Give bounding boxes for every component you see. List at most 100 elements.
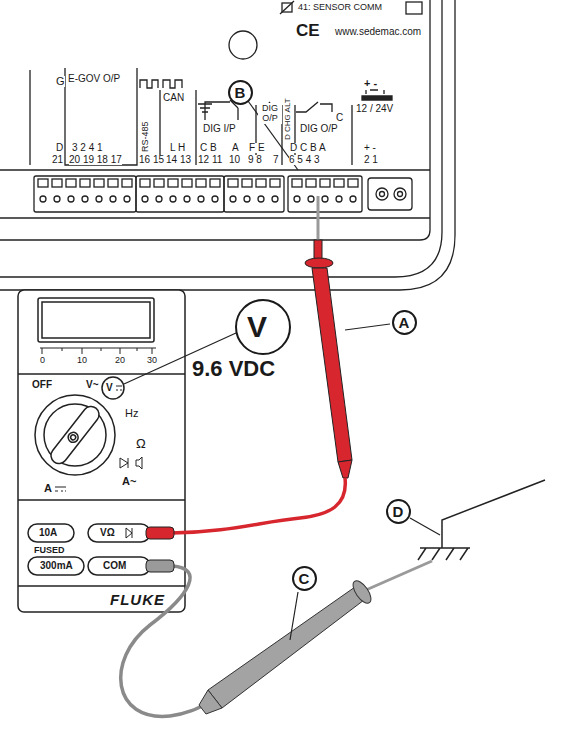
meter-label: COM xyxy=(103,561,126,571)
multimeter xyxy=(126,528,132,538)
panel-label: DIG I/P xyxy=(203,124,236,134)
red-probe xyxy=(317,196,320,242)
ground-symbol xyxy=(418,480,545,560)
red-probe xyxy=(305,258,333,268)
terminal-block xyxy=(272,196,278,202)
controller-panel xyxy=(380,192,385,197)
controller-panel xyxy=(30,68,352,165)
panel-label: DIG O/P xyxy=(300,124,338,134)
terminal-block xyxy=(184,196,190,202)
red-probe xyxy=(172,478,345,533)
panel-label: 14 13 xyxy=(166,155,191,165)
multimeter xyxy=(28,524,74,542)
controller-panel xyxy=(0,217,430,218)
terminal-block xyxy=(122,179,132,187)
terminal-block xyxy=(292,179,302,187)
terminal-block xyxy=(196,179,206,187)
controller-panel xyxy=(368,178,412,210)
terminal-block xyxy=(34,176,136,212)
panel-label: G xyxy=(56,76,65,87)
panel-label: 21 xyxy=(52,155,63,165)
terminal-block xyxy=(182,179,192,187)
black-probe xyxy=(366,561,432,590)
panel-label: 9 8 xyxy=(248,155,262,165)
panel-label: 12 11 xyxy=(198,155,222,165)
multimeter xyxy=(102,377,124,399)
meter-label: 0 xyxy=(40,356,45,365)
terminal-block xyxy=(156,196,162,202)
terminal-block xyxy=(124,196,130,202)
panel-label: 12 / 24V xyxy=(356,104,393,114)
red-probe xyxy=(146,196,352,539)
panel-label: + - xyxy=(364,143,376,153)
terminal-block xyxy=(168,179,178,187)
terminal-block xyxy=(224,176,284,212)
controller-panel xyxy=(0,169,430,170)
panel-label: CAN xyxy=(163,93,184,103)
callout-letter: B xyxy=(235,85,246,100)
controller-panel xyxy=(376,188,388,200)
meter-label: 20 xyxy=(115,356,125,365)
red-probe xyxy=(146,527,174,539)
panel-label: 3 2 4 1 xyxy=(72,143,103,153)
terminal-block xyxy=(256,179,266,187)
magnifier-circle: V xyxy=(235,299,291,355)
leader-line xyxy=(410,518,440,535)
multimeter xyxy=(42,302,150,338)
terminal-block xyxy=(140,179,150,187)
panel-label: 2 1 xyxy=(364,155,378,165)
meter-label: FUSED xyxy=(34,546,65,555)
terminal-block xyxy=(258,196,264,202)
terminal-block xyxy=(40,196,46,202)
meter-label: Hz xyxy=(125,408,138,419)
black-probe xyxy=(121,560,432,716)
meter-label: VΩ xyxy=(100,528,115,538)
panel-label: D CHG ALT xyxy=(284,98,292,140)
panel-label: 10 xyxy=(229,155,240,165)
panel-label: DIG O/P xyxy=(258,103,282,124)
leader-line xyxy=(345,324,390,330)
multimeter xyxy=(88,557,150,575)
controller-panel xyxy=(0,0,455,290)
terminal-block xyxy=(228,179,238,187)
multimeter xyxy=(44,404,106,466)
terminal-block xyxy=(242,179,252,187)
multimeter xyxy=(28,557,84,575)
panel-label: + - xyxy=(364,78,377,89)
multimeter xyxy=(18,585,185,587)
terminal-block xyxy=(288,176,362,212)
terminal-block xyxy=(320,179,330,187)
panel-label: CE xyxy=(296,22,320,39)
controller-panel xyxy=(140,80,158,88)
controller-panel xyxy=(280,1,294,14)
panel-label: 41: SENSOR COMM xyxy=(298,3,382,12)
red-probe xyxy=(338,460,352,478)
panel-label: F E xyxy=(249,143,265,153)
terminal-block xyxy=(66,179,76,187)
terminal-block xyxy=(82,196,88,202)
black-probe xyxy=(146,560,174,572)
terminal-block xyxy=(198,196,204,202)
terminal-block xyxy=(136,176,224,212)
terminal-block xyxy=(322,196,328,202)
controller-panel xyxy=(0,0,442,277)
multimeter xyxy=(18,373,185,375)
multimeter xyxy=(88,524,150,542)
terminal-block xyxy=(230,196,236,202)
multimeter xyxy=(55,487,66,491)
controller-panel xyxy=(398,192,403,197)
callout-circle: A xyxy=(392,310,417,335)
multimeter xyxy=(35,395,115,475)
terminal-block xyxy=(244,196,250,202)
multimeter xyxy=(38,298,154,342)
callout-letter: C xyxy=(299,571,310,586)
terminal-block xyxy=(52,179,62,187)
meter-label: OFF xyxy=(32,380,52,390)
panel-label: 6 5 4 3 xyxy=(289,155,320,165)
black-probe xyxy=(208,587,364,708)
multimeter xyxy=(18,290,185,612)
meter-label: A xyxy=(44,483,52,494)
controller-panel xyxy=(362,90,392,100)
unit-symbol: V xyxy=(247,312,267,342)
multimeter xyxy=(66,430,80,444)
